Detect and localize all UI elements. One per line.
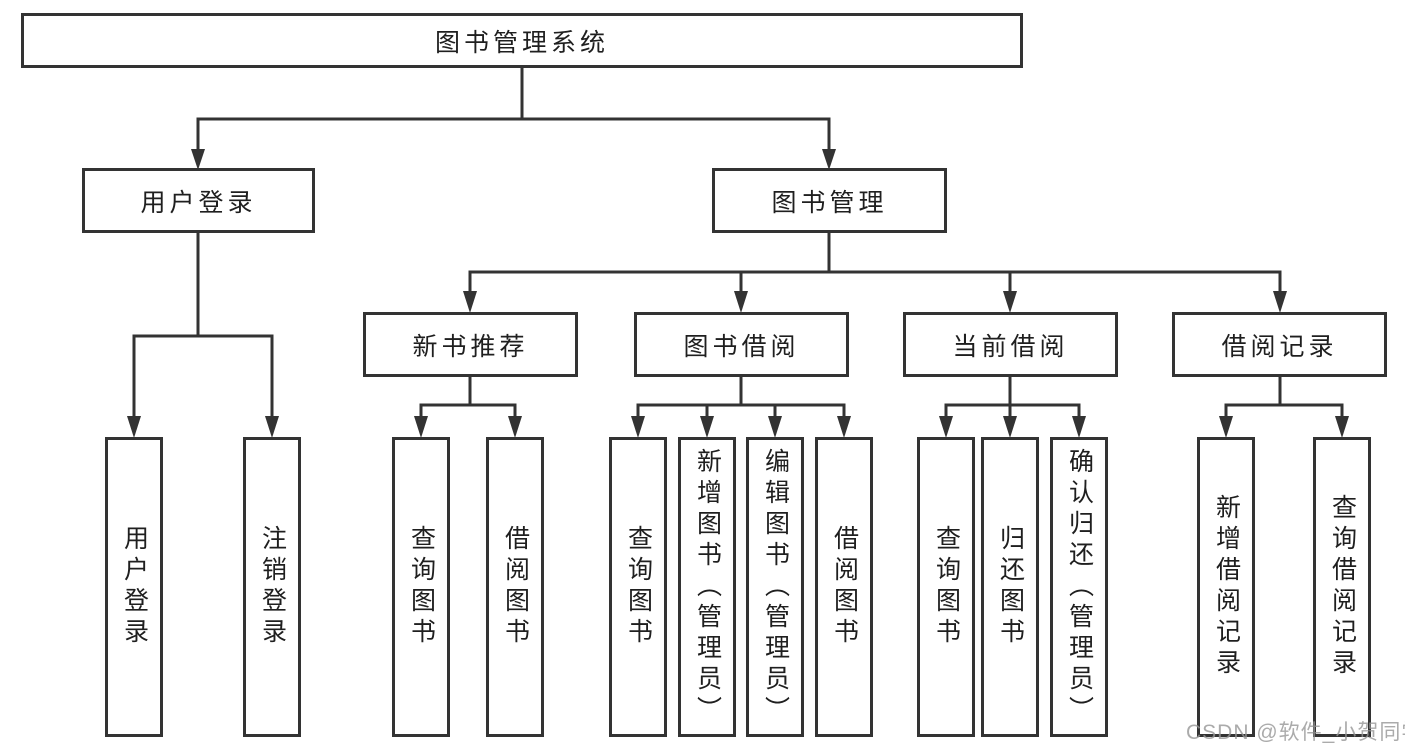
leaf-br-add-borrow-record: 新增借阅记录	[1197, 437, 1255, 737]
leaf-nbr-query-books: 查询图书	[392, 437, 450, 737]
watermark-text: CSDN @软件_小贺同学	[1186, 721, 1405, 744]
node-user-login: 用户登录	[82, 168, 315, 233]
node-borrowing-records: 借阅记录	[1172, 312, 1387, 377]
node-book-management: 图书管理	[712, 168, 947, 233]
node-book-borrowing: 图书借阅	[634, 312, 849, 377]
node-system-root: 图书管理系统	[21, 13, 1023, 68]
leaf-cb-return-books: 归还图书	[981, 437, 1039, 737]
leaf-bb-add-books-admin: 新增图书（管理员）	[678, 437, 736, 737]
leaf-cb-query-books: 查询图书	[917, 437, 975, 737]
leaf-cb-confirm-return-admin: 确认归还（管理员）	[1050, 437, 1108, 737]
leaf-logout: 注销登录	[243, 437, 301, 737]
leaf-bb-query-books: 查询图书	[609, 437, 667, 737]
node-new-book-recommend: 新书推荐	[363, 312, 578, 377]
leaf-nbr-borrow-books: 借阅图书	[486, 437, 544, 737]
leaf-user-login: 用户登录	[105, 437, 163, 737]
leaf-bb-borrow-books: 借阅图书	[815, 437, 873, 737]
node-current-borrowing: 当前借阅	[903, 312, 1118, 377]
leaf-br-query-borrow-record: 查询借阅记录	[1313, 437, 1371, 737]
leaf-bb-edit-books-admin: 编辑图书（管理员）	[746, 437, 804, 737]
